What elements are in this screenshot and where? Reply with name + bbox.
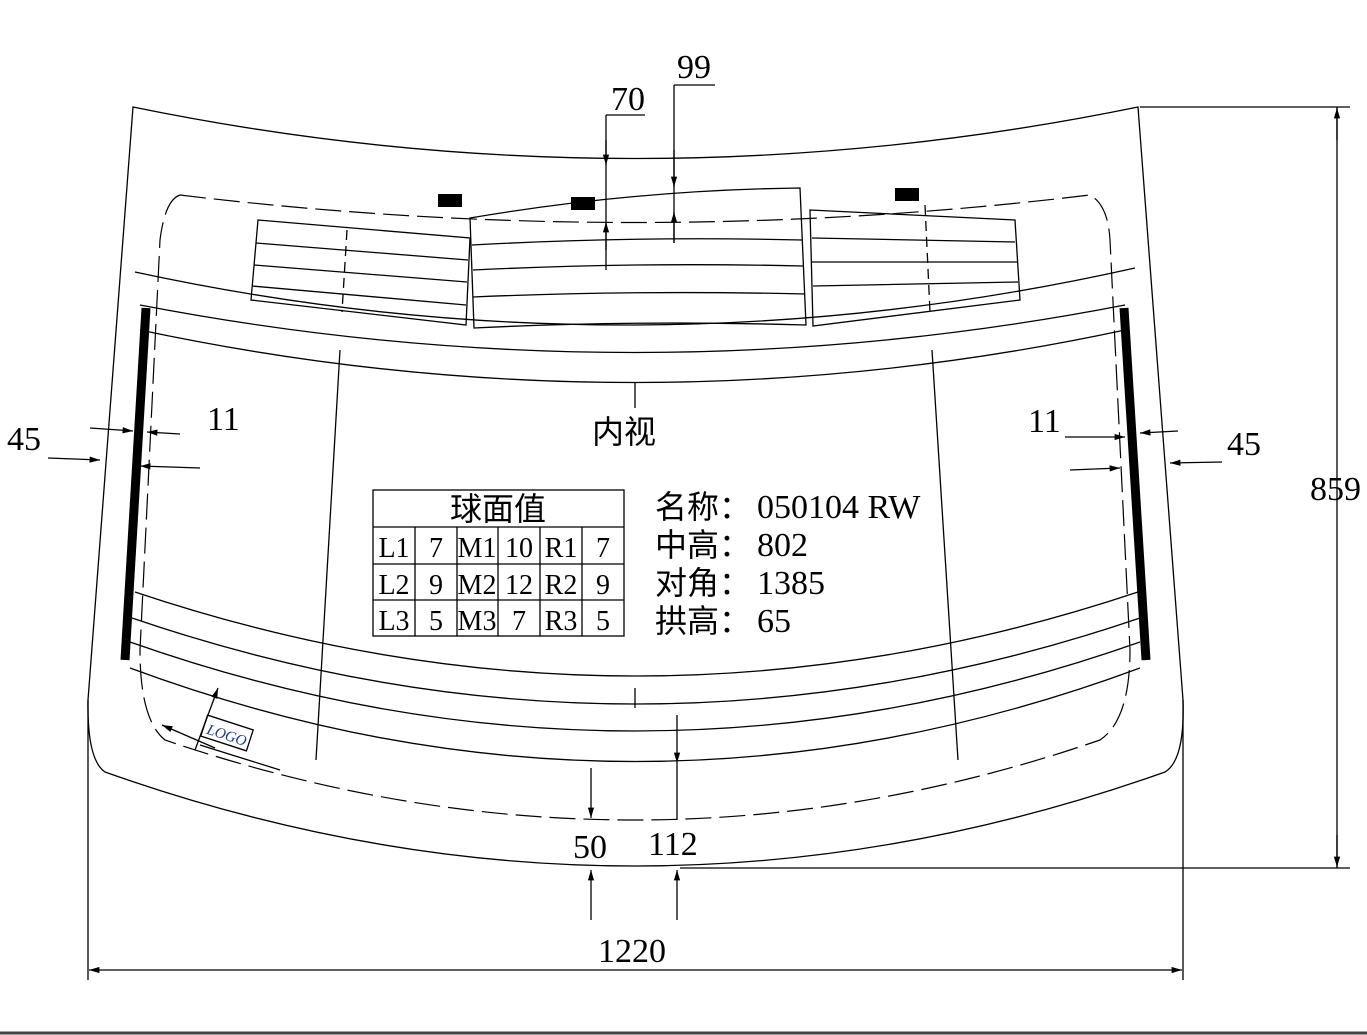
- busbar-right: [1119, 307, 1151, 661]
- view-label: 内视: [592, 413, 656, 451]
- ceramic-band-dashed: [139, 194, 1131, 821]
- info-value: 1385: [757, 565, 825, 602]
- sensor-mark-right: [895, 188, 919, 201]
- dim-1220: 1220: [598, 933, 666, 970]
- table-cell: L1: [378, 533, 409, 564]
- dim-right-11: 11: [1028, 403, 1061, 440]
- info-value: 65: [757, 603, 791, 640]
- table-cell: 10: [505, 533, 533, 564]
- info-label: 名称：: [655, 488, 751, 526]
- table-cell: M1: [458, 533, 497, 564]
- dim-left-11: 11: [207, 401, 240, 438]
- table-cell: M3: [458, 606, 497, 637]
- dim-112: 112: [648, 826, 698, 863]
- table-cell: 12: [505, 570, 533, 601]
- info-value: 050104 RW: [757, 489, 921, 526]
- sensor-mark-left: [438, 194, 462, 207]
- dim-70: 70: [611, 81, 645, 118]
- table-cell: L2: [378, 570, 409, 601]
- table-cell: R3: [545, 606, 578, 637]
- logo-mark: LOGO: [161, 687, 255, 752]
- dim-99: 99: [677, 49, 711, 86]
- table-cell: 9: [596, 570, 610, 601]
- table-cell: 7: [512, 606, 526, 637]
- sensor-area: [250, 187, 1021, 329]
- dim-right-45: 45: [1227, 426, 1261, 463]
- info-value: 802: [757, 527, 808, 564]
- glass-outline: [87, 106, 1184, 867]
- sensor-mark-center: [571, 197, 595, 210]
- table-cell: L3: [378, 606, 409, 637]
- info-label: 对角：: [655, 564, 751, 602]
- table-cell: R2: [545, 570, 578, 601]
- table-cell: 7: [596, 533, 610, 564]
- table-title: 球面值: [450, 490, 546, 528]
- dim-left-45: 45: [7, 421, 41, 458]
- busbar-left: [120, 307, 151, 661]
- table-cell: R1: [545, 533, 578, 564]
- table-cell: 5: [429, 606, 443, 637]
- info-label: 中高：: [655, 526, 751, 564]
- dim-50: 50: [573, 829, 607, 866]
- info-label: 拱高：: [655, 602, 751, 640]
- heating-lines: [129, 267, 1141, 771]
- table-cell: 9: [429, 570, 443, 601]
- table-cell: 5: [596, 606, 610, 637]
- table-cell: M2: [458, 570, 497, 601]
- dim-859: 859: [1310, 471, 1361, 508]
- table-cell: 7: [429, 533, 443, 564]
- dimension-lines: [47, 84, 1350, 980]
